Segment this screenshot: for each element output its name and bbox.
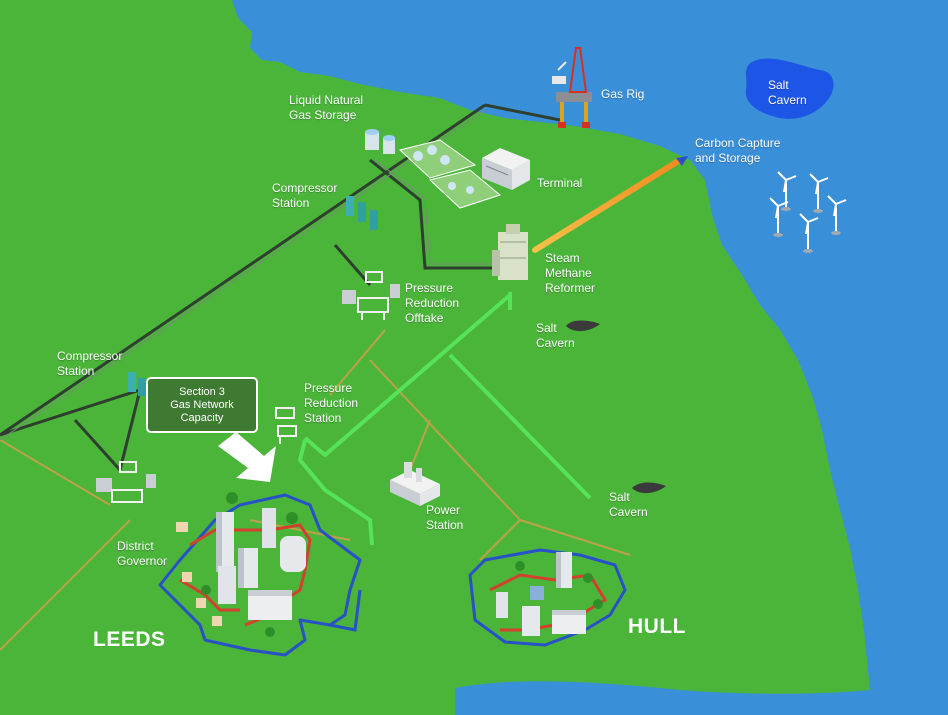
label-line: Station xyxy=(426,518,464,532)
salt-cavern-icon xyxy=(566,320,600,332)
label-line: Station xyxy=(272,196,310,210)
co2-arrow-icon xyxy=(676,156,688,166)
reformer-icon xyxy=(492,224,528,280)
label-line: Station xyxy=(57,364,95,378)
wind-turbine-icon xyxy=(809,173,829,213)
wind-turbine-icon xyxy=(827,195,847,235)
pressure-reduction-icon xyxy=(342,271,400,320)
label-line: Reformer xyxy=(545,281,596,295)
gas-rig-icon xyxy=(552,47,592,128)
label-line: Methane xyxy=(545,266,592,280)
label-line: District xyxy=(117,539,154,553)
power-station-icon xyxy=(390,462,440,506)
label-line: and Storage xyxy=(695,151,761,165)
label-line: Cavern xyxy=(768,93,807,107)
label-line: Cavern xyxy=(536,336,575,350)
estuary xyxy=(455,681,870,715)
pressure-reduction-icon xyxy=(275,407,297,444)
compressor-icon xyxy=(128,372,146,396)
label-line: Reduction xyxy=(304,396,359,410)
label-line: Cavern xyxy=(609,505,648,519)
city-buildings-icon xyxy=(176,492,306,637)
label-line: Offtake xyxy=(405,311,444,325)
salt-cavern-icon xyxy=(632,482,666,494)
section-3-callout[interactable]: Section 3 Gas Network Capacity xyxy=(146,377,258,433)
wind-farm xyxy=(769,171,847,253)
lng-tank-icon xyxy=(365,129,502,209)
label-line: Salt xyxy=(609,490,630,504)
district-governor-icon xyxy=(96,461,156,503)
label-line: Liquid Natural xyxy=(289,93,364,107)
co2-pipe xyxy=(532,156,688,253)
label-line: Gas Storage xyxy=(289,108,357,122)
compressor-icon xyxy=(346,196,378,230)
city-label-leeds: LEEDS xyxy=(93,628,166,651)
city-buildings-icon xyxy=(496,552,603,636)
label-line: Power xyxy=(426,503,461,517)
local-gas-pipes xyxy=(0,329,631,651)
label-line: Station xyxy=(304,411,342,425)
label-line: Governor xyxy=(117,554,168,568)
label-line: Carbon Capture xyxy=(695,136,781,150)
label-line: Compressor xyxy=(272,181,338,195)
salt-cavern-sea-icon xyxy=(745,58,834,119)
label-line: Salt xyxy=(768,78,789,92)
label-line: Compressor xyxy=(57,349,123,363)
label-line: Pressure xyxy=(304,381,353,395)
callout-arrow-icon xyxy=(218,432,276,482)
gas-transmission-pipes xyxy=(0,103,561,472)
label-line: Pressure xyxy=(405,281,454,295)
callout-line: Section 3 xyxy=(179,386,225,398)
label-line: Salt xyxy=(536,321,557,335)
wind-turbine-icon xyxy=(799,213,819,253)
hydrogen-pipes xyxy=(298,292,592,546)
callout-line: Capacity xyxy=(180,412,224,424)
label-gas-rig-text: Gas Rig xyxy=(601,87,645,101)
wind-turbine-icon xyxy=(769,197,789,237)
label-terminal: Terminal xyxy=(537,176,582,191)
terminal-icon xyxy=(482,148,530,190)
label-line: Reduction xyxy=(405,296,460,310)
label-gas-rig: Gas Rig xyxy=(601,87,644,102)
label-line: Terminal xyxy=(537,176,583,190)
city-label-hull: HULL xyxy=(628,615,686,638)
callout-line: Gas Network xyxy=(170,399,234,411)
label-line: Steam xyxy=(545,251,580,265)
